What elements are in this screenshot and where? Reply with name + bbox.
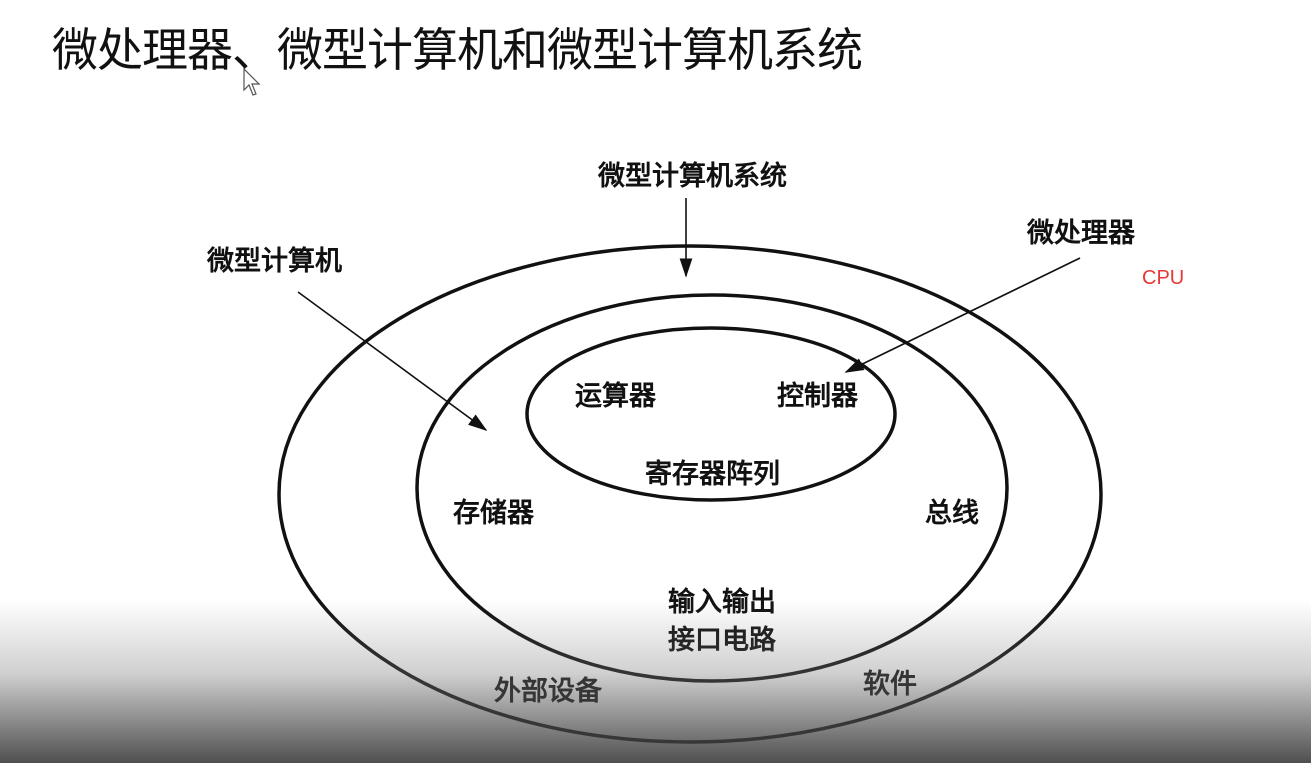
label-microprocessor: 微处理器 <box>1026 218 1136 249</box>
label-microcomputer: 微型计算机 <box>206 245 342 277</box>
label-controller: 控制器 <box>777 381 859 412</box>
arrow-microcomputer <box>297 291 488 431</box>
label-registers: 寄存器阵列 <box>645 458 780 490</box>
label-system: 微型计算机系统 <box>597 160 787 192</box>
label-memory: 存储器 <box>453 498 535 529</box>
slide-title: 微处理器、微型计算机和微型计算机系统 <box>52 23 863 77</box>
label-io-line2: 接口电路 <box>668 624 777 656</box>
label-software: 软件 <box>863 669 917 700</box>
inner-ellipse-microprocessor <box>525 326 897 502</box>
cpu-annotation: CPU <box>1142 267 1184 289</box>
label-peripherals: 外部设备 <box>494 675 603 707</box>
label-io-line1: 输入输出 <box>668 586 776 618</box>
label-alu: 运算器 <box>575 380 657 412</box>
arrow-microprocessor <box>844 257 1081 373</box>
mouse-cursor-icon <box>243 68 261 96</box>
outer-ellipse-system <box>277 244 1103 744</box>
label-bus: 总线 <box>925 498 979 529</box>
